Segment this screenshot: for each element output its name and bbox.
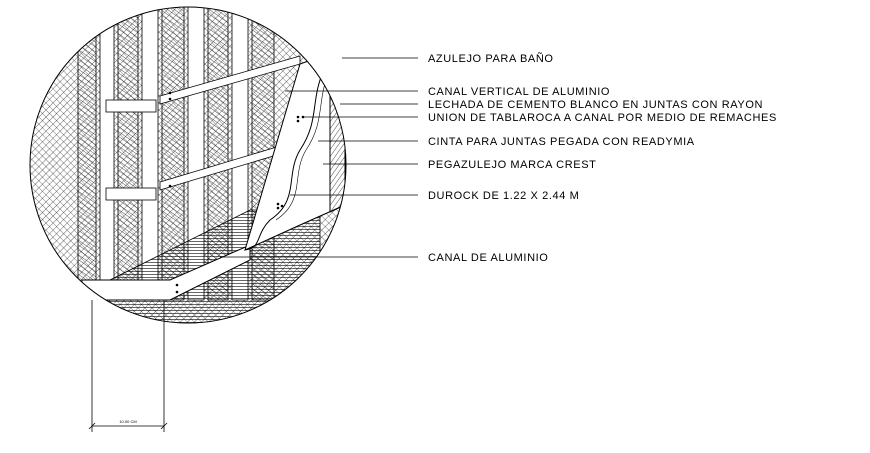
label-cinta: CINTA PARA JUNTAS PEGADA CON READYMIA (428, 136, 695, 148)
leader-lines (220, 57, 418, 258)
tile-edge (329, 47, 346, 213)
label-canal-vertical: CANAL VERTICAL DE ALUMINIO (428, 86, 610, 98)
label-pegazulejo: PEGAZULEJO MARCA CREST (428, 159, 596, 171)
detail-circle (29, 6, 347, 324)
rivets (168, 91, 305, 294)
joint-tape-curve (244, 69, 325, 251)
label-canal-aluminio: CANAL DE ALUMINIO (428, 252, 548, 264)
dimension (88, 300, 168, 432)
label-lechada: LECHADA DE CEMENTO BLANCO EN JUNTAS CON … (428, 99, 763, 111)
label-union: UNION DE TABLAROCA A CANAL POR MEDIO DE … (428, 112, 777, 124)
horizontal-channels (105, 55, 301, 201)
detail-content (30, 7, 346, 323)
label-azulejo: AZULEJO PARA BAÑO (428, 52, 554, 65)
label-durock: DUROCK DE 1.22 X 2.44 M (428, 190, 579, 202)
dimension-text: 10.00 CM (119, 419, 136, 424)
